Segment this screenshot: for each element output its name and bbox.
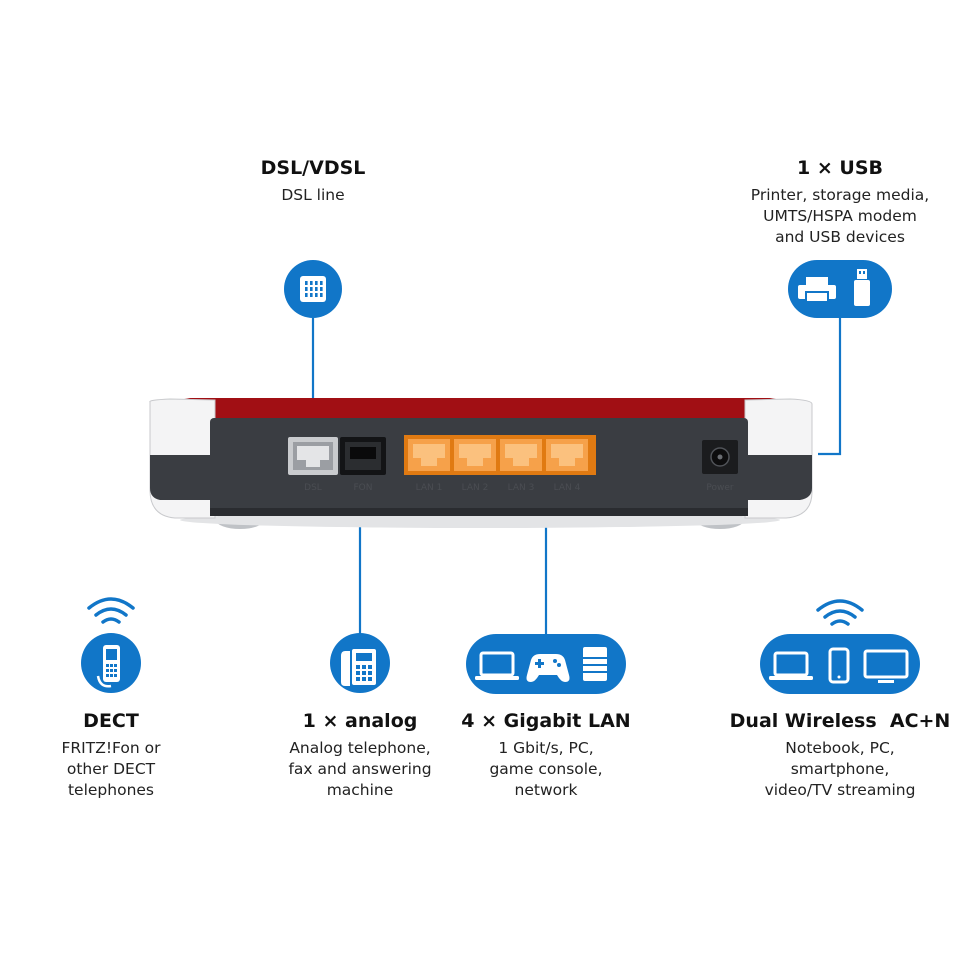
router-left-cap-dark bbox=[150, 455, 215, 500]
wireless-desc-line: Notebook, PC, bbox=[785, 739, 895, 757]
wireless-title: Dual Wireless AC+N bbox=[729, 710, 951, 732]
wireless-badge bbox=[760, 599, 920, 694]
dsl-description: DSL line bbox=[213, 185, 413, 206]
cordless-phone-icon bbox=[96, 645, 120, 688]
monitor-icon bbox=[863, 649, 909, 683]
usb-stick-icon bbox=[854, 269, 870, 306]
desk-phone-icon bbox=[341, 649, 376, 686]
power-port bbox=[702, 440, 738, 474]
wireless-description: Notebook, PC, smartphone, video/TV strea… bbox=[730, 738, 950, 801]
lan-desc-line: game console, bbox=[489, 760, 603, 778]
lan-port-3 bbox=[500, 439, 542, 471]
dect-badge bbox=[81, 597, 141, 693]
port-label-lan1: LAN 1 bbox=[416, 483, 443, 493]
router-right-cap-dark bbox=[745, 455, 812, 500]
dect-title: DECT bbox=[83, 710, 139, 732]
port-label-fon: FON bbox=[354, 483, 373, 493]
router-panel-edge bbox=[210, 508, 748, 516]
port-label-lan4: LAN 4 bbox=[554, 483, 581, 493]
router-device: DSL FON LAN 1 LAN 2 LAN 3 LAN 4 Power bbox=[149, 398, 813, 529]
usb-desc-line: UMTS/HSPA modem bbox=[763, 207, 917, 225]
lan-port-4 bbox=[546, 439, 588, 471]
laptop-icon bbox=[769, 651, 813, 680]
usb-title: 1 × USB bbox=[797, 157, 883, 179]
laptop-icon bbox=[475, 651, 519, 680]
lan-ports bbox=[404, 435, 596, 475]
analog-desc-line: Analog telephone, bbox=[289, 739, 431, 757]
dsl-badge bbox=[284, 260, 342, 318]
lan-badge bbox=[466, 634, 626, 694]
dsl-port bbox=[288, 437, 338, 475]
dsl-desc-line: DSL line bbox=[281, 186, 345, 204]
usb-connector bbox=[818, 318, 842, 456]
analog-description: Analog telephone, fax and answering mach… bbox=[260, 738, 460, 801]
wifi-icon bbox=[816, 599, 864, 626]
router-top-red bbox=[150, 398, 812, 420]
usb-badge bbox=[788, 260, 892, 318]
dsl-socket-icon bbox=[300, 276, 326, 302]
analog-desc-line: machine bbox=[326, 781, 394, 799]
lan-description: 1 Gbit/s, PC, game console, network bbox=[446, 738, 646, 801]
usb-desc-line: and USB devices bbox=[775, 228, 905, 246]
dect-description: FRITZ!Fon or other DECT telephones bbox=[31, 738, 191, 801]
wifi-icon bbox=[87, 597, 135, 624]
gamepad-icon bbox=[526, 654, 570, 682]
dect-desc-line: telephones bbox=[67, 781, 155, 799]
lan-desc-line: 1 Gbit/s, PC, bbox=[498, 739, 594, 757]
dsl-title: DSL/VDSL bbox=[260, 157, 366, 179]
port-label-lan3: LAN 3 bbox=[508, 483, 535, 493]
port-label-power: Power bbox=[706, 483, 734, 493]
analog-badge bbox=[330, 633, 390, 693]
dect-desc-line: FRITZ!Fon or bbox=[61, 739, 161, 757]
analog-desc-line: fax and answering bbox=[288, 760, 432, 778]
port-label-dsl: DSL bbox=[304, 483, 322, 493]
lan-desc-line: network bbox=[514, 781, 578, 799]
lan-port-2 bbox=[454, 439, 496, 471]
wireless-desc-line: smartphone, bbox=[790, 760, 890, 778]
server-icon bbox=[583, 647, 607, 681]
analog-title: 1 × analog bbox=[302, 710, 418, 732]
wireless-desc-line: video/TV streaming bbox=[764, 781, 916, 799]
usb-desc-line: Printer, storage media, bbox=[750, 186, 930, 204]
printer-icon bbox=[798, 277, 836, 303]
port-label-lan2: LAN 2 bbox=[462, 483, 489, 493]
smartphone-icon bbox=[828, 647, 850, 684]
fon-port bbox=[340, 437, 386, 475]
dect-desc-line: other DECT bbox=[66, 760, 156, 778]
lan-port-1 bbox=[408, 439, 450, 471]
usb-description: Printer, storage media, UMTS/HSPA modem … bbox=[720, 185, 960, 248]
lan-title: 4 × Gigabit LAN bbox=[461, 710, 631, 732]
